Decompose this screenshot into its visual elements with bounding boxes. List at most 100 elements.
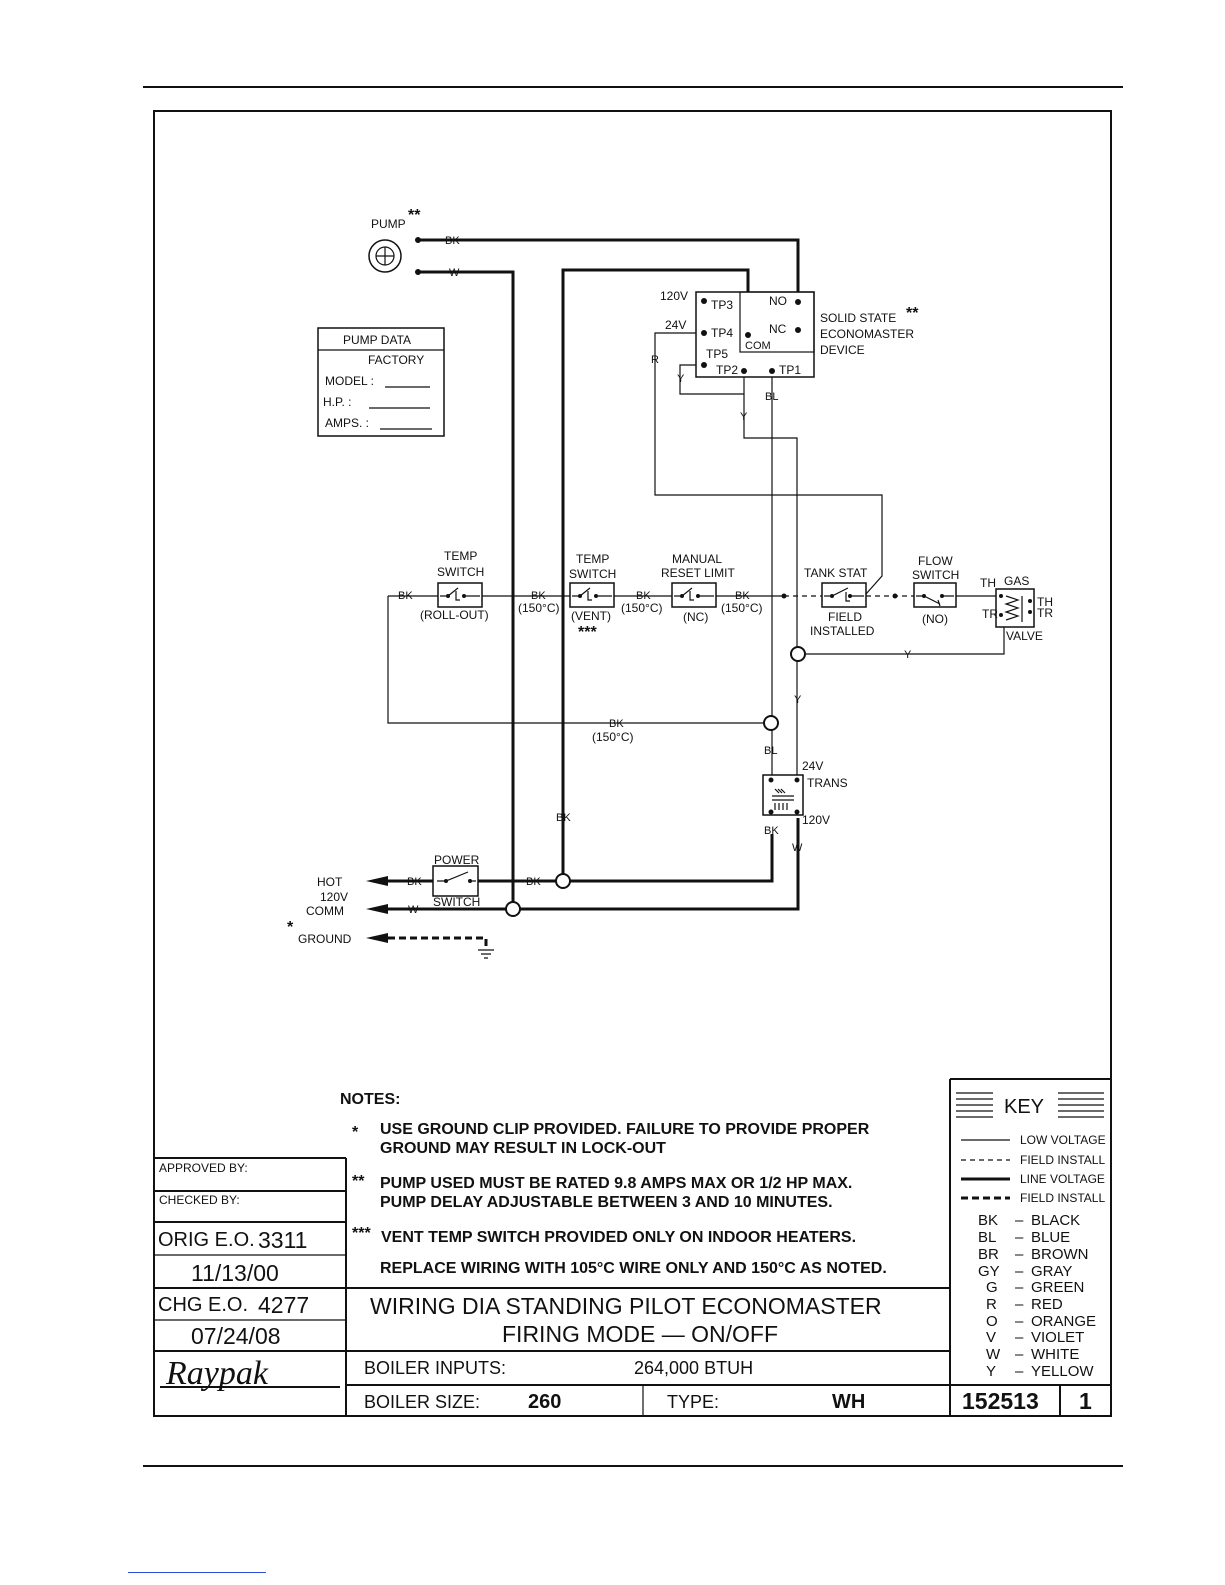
chain-bk2: BK	[636, 590, 651, 602]
econo-line1: SOLID STATE	[820, 311, 896, 325]
tank-stat	[821, 582, 867, 608]
gas-th2: TH	[1037, 595, 1053, 609]
wire-gas-y	[806, 625, 1005, 655]
temp2-l1: TEMP	[576, 552, 609, 566]
key-color-name: RED	[1031, 1296, 1063, 1313]
svg-text:–: –	[1015, 1246, 1024, 1263]
econo-line3: DEVICE	[820, 343, 865, 357]
power-w: W	[408, 904, 419, 916]
transformer	[762, 774, 804, 816]
econo-no: NO	[769, 294, 787, 308]
power-label: POWER	[434, 853, 480, 867]
note1-line1: USE GROUND CLIP PROVIDED. FAILURE TO PRO…	[380, 1121, 870, 1138]
gas-valve-label: VALVE	[1006, 629, 1043, 643]
key-color-name: BLACK	[1031, 1212, 1080, 1229]
drawing-title-line2: FIRING MODE — ON/OFF	[502, 1321, 778, 1347]
flow-switch	[913, 582, 957, 608]
chain-c2: (150°C)	[621, 601, 662, 615]
gas-tr: TR	[982, 607, 998, 621]
key-line-label: LINE VOLTAGE	[1020, 1172, 1105, 1186]
key-line-label: FIELD INSTALL	[1020, 1153, 1105, 1167]
wire-ground	[388, 936, 488, 950]
temp2-sub: (VENT)	[571, 609, 611, 623]
temp-switch-rollout	[437, 582, 483, 608]
temp2-mark: ***	[578, 624, 597, 641]
pump-data-title: PUMP DATA	[343, 333, 411, 347]
econo-com: COM	[745, 340, 771, 352]
mrl-l2: RESET LIMIT	[661, 566, 735, 580]
boiler-inputs-label: BOILER INPUTS:	[364, 1358, 506, 1378]
svg-text:–: –	[1015, 1313, 1024, 1330]
pump-w-label: W	[449, 267, 460, 279]
chain-y-mid: Y	[904, 649, 912, 661]
trans-bl: BL	[764, 745, 777, 757]
econo-tp4: TP4	[711, 326, 733, 340]
power-switch	[432, 865, 479, 897]
wire-hot-bk2	[478, 834, 774, 883]
key-color-code: BL	[978, 1229, 996, 1246]
flow-l2: SWITCH	[912, 568, 959, 582]
svg-text:–: –	[1015, 1363, 1024, 1380]
chg-eo-number: 4277	[258, 1292, 309, 1318]
pump-data-table	[317, 327, 445, 437]
gas-tr2: TR	[1037, 606, 1053, 620]
key-color-code: R	[986, 1296, 997, 1313]
svg-text:–: –	[1015, 1346, 1024, 1363]
svg-text:–: –	[1015, 1329, 1024, 1346]
econo-24v: 24V	[665, 318, 686, 332]
pump-bk-label: BK	[445, 235, 460, 247]
junction-ring	[505, 901, 521, 917]
raypak-logo: Raypak	[165, 1355, 269, 1392]
pump-label: PUMP	[371, 217, 406, 231]
tank-label: TANK STAT	[804, 566, 868, 580]
wire-tp5-y	[679, 364, 745, 395]
gas-th: TH	[980, 576, 996, 590]
econo-line2: ECONOMASTER	[820, 327, 914, 341]
orig-eo-number: 3311	[258, 1227, 307, 1253]
key-header-lines	[956, 1092, 1104, 1200]
orig-date: 11/13/00	[191, 1260, 279, 1286]
key-color-name: YELLOW	[1031, 1363, 1094, 1380]
trans-bk: BK	[764, 825, 779, 837]
econo-r: R	[651, 354, 659, 366]
key-color-name: GRAY	[1031, 1263, 1072, 1280]
note3-line1: VENT TEMP SWITCH PROVIDED ONLY ON INDOOR…	[381, 1229, 856, 1246]
econo-mark: **	[906, 305, 919, 322]
key-color-code: V	[986, 1329, 996, 1346]
title-block-lines	[153, 1078, 1112, 1417]
revision-number: 1	[1079, 1388, 1092, 1414]
ground-symbol	[478, 949, 494, 959]
note2-mark: **	[352, 1173, 365, 1190]
power-bk1: BK	[407, 876, 422, 888]
key-color-code: O	[986, 1313, 998, 1330]
wire-pump-bk	[418, 238, 800, 302]
chain-y-vert: Y	[794, 694, 802, 706]
junction-ring	[763, 715, 779, 731]
power-hot: HOT	[317, 875, 343, 889]
gas-label: GAS	[1004, 574, 1029, 588]
type-value: WH	[832, 1391, 865, 1413]
key-color-code: Y	[986, 1363, 996, 1380]
temp1-l1: TEMP	[444, 549, 477, 563]
wire-pump-w	[418, 270, 515, 908]
flow-l1: FLOW	[918, 554, 953, 568]
approved-by: APPROVED BY:	[159, 1161, 248, 1175]
key-color-name: BROWN	[1031, 1246, 1089, 1263]
footer-rule	[143, 1465, 1123, 1467]
power-120v: 120V	[320, 890, 348, 904]
note1-mark: *	[352, 1124, 359, 1141]
econo-y2: Y	[740, 411, 748, 423]
key-color-code: BK	[978, 1212, 998, 1229]
note1-line2: GROUND MAY RESULT IN LOCK-OUT	[380, 1140, 666, 1157]
key-color-list: BK – BLACK BL – BLUE BR – BROWN GY – GRA…	[978, 1212, 1096, 1380]
temp-switch-vent	[569, 582, 615, 608]
econo-y1: Y	[677, 373, 685, 385]
mrl-l1: MANUAL	[672, 552, 722, 566]
chain-c1: (150°C)	[518, 601, 559, 615]
key-color-code: BR	[978, 1246, 999, 1263]
boiler-size-value: 260	[528, 1391, 561, 1413]
footer-link-underline[interactable]	[128, 1572, 266, 1573]
power-ground: GROUND	[298, 932, 352, 946]
drawing-sheet	[153, 110, 1112, 1417]
